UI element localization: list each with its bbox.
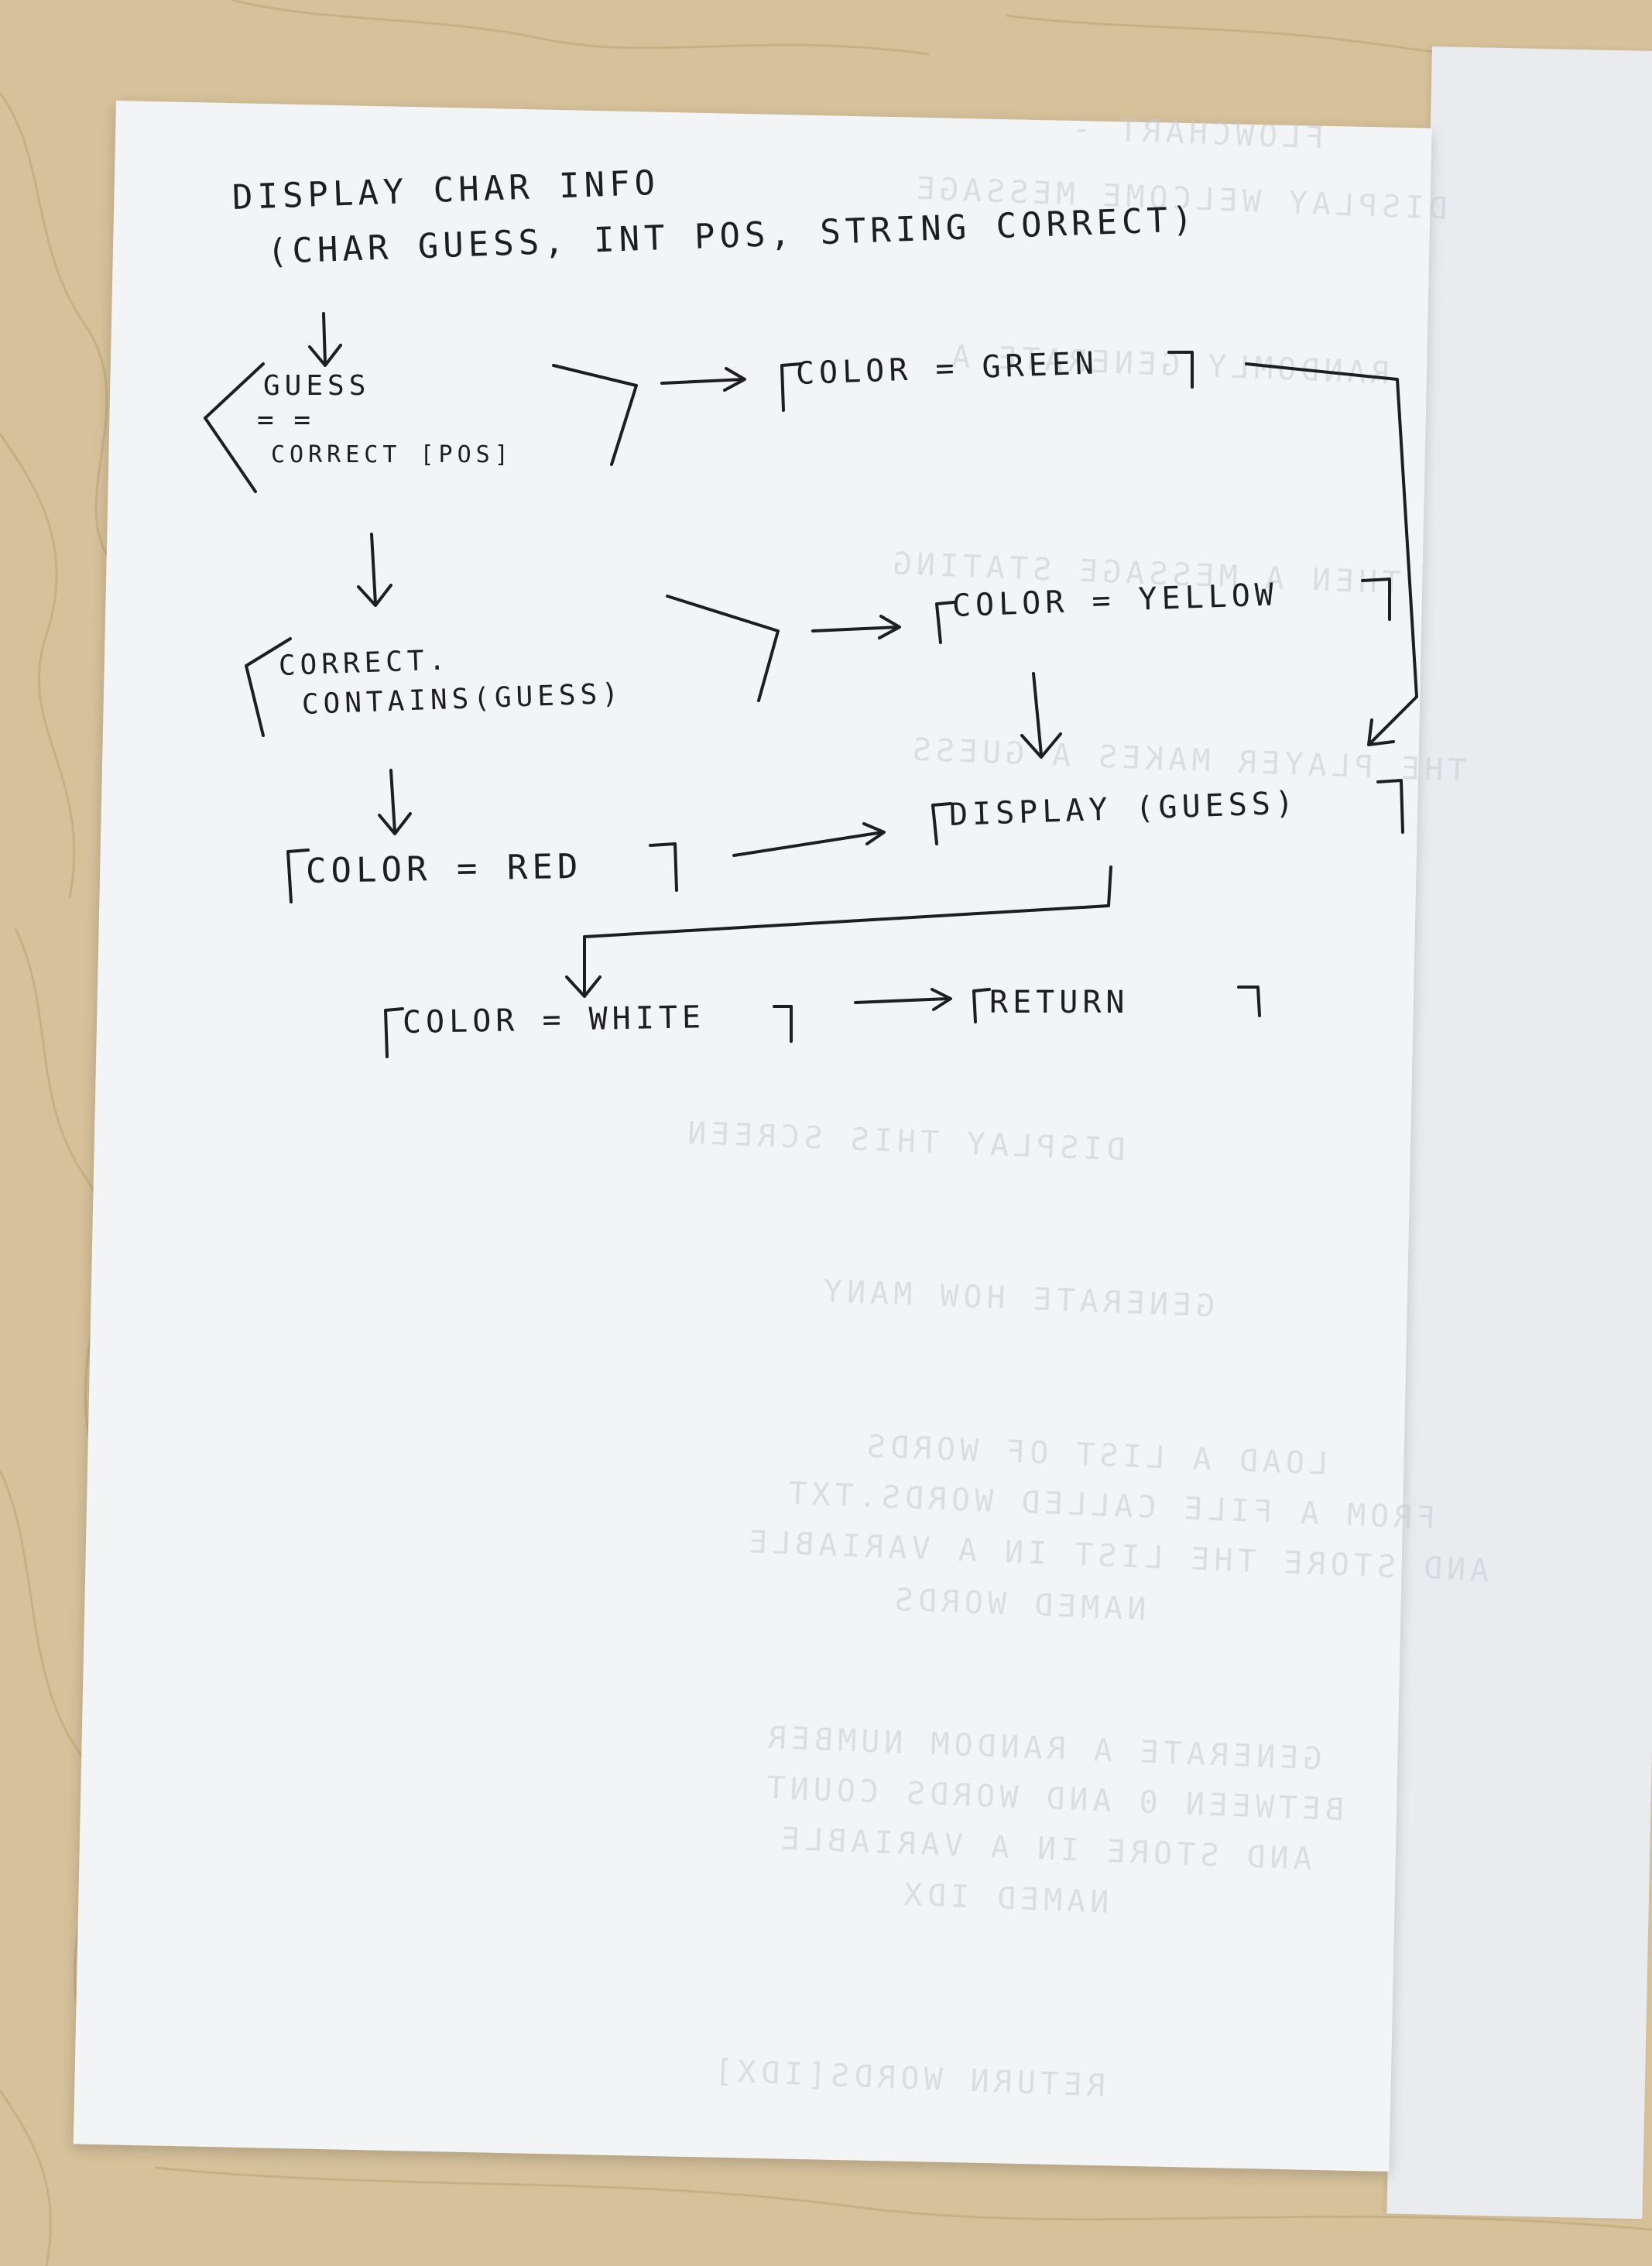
bleed-text: AND STORE IN A VARIABLE [776,1821,1313,1877]
white-node-label: COLOR = WHITE [402,999,706,1040]
bleed-text: NAMED WORDS [889,1582,1147,1628]
bleed-text: GENERATE A RANDOM NUMBER [763,1719,1323,1777]
red-node-label: COLOR = RED [305,846,583,891]
bleed-text: DISPLAY THIS SCREEN [682,1115,1126,1168]
bleed-text: BETWEEN 0 AND WORDS COUNT [761,1770,1345,1829]
bleed-text: THE PLAYER MAKES A GUESS [907,732,1468,789]
bleed-text: GENERATE HOW MANY [818,1273,1215,1325]
decision2-line1: CORRECT. [278,644,451,682]
bleed-text: RETURN WORDS[IDX] [709,2053,1106,2104]
bleed-text: FROM A FILE CALLED WORDS.TXT [783,1476,1437,1537]
return-node-label: RETURN [989,985,1129,1020]
bleed-text: NAMED IDX [898,1877,1110,1921]
bleed-text: LOAD A LIST OF WORDS [861,1428,1328,1483]
decision1-line3: CORRECT [POS] [271,441,513,468]
decision1-line1: GUESS [263,370,371,402]
decision1-line2: = = [257,404,313,436]
